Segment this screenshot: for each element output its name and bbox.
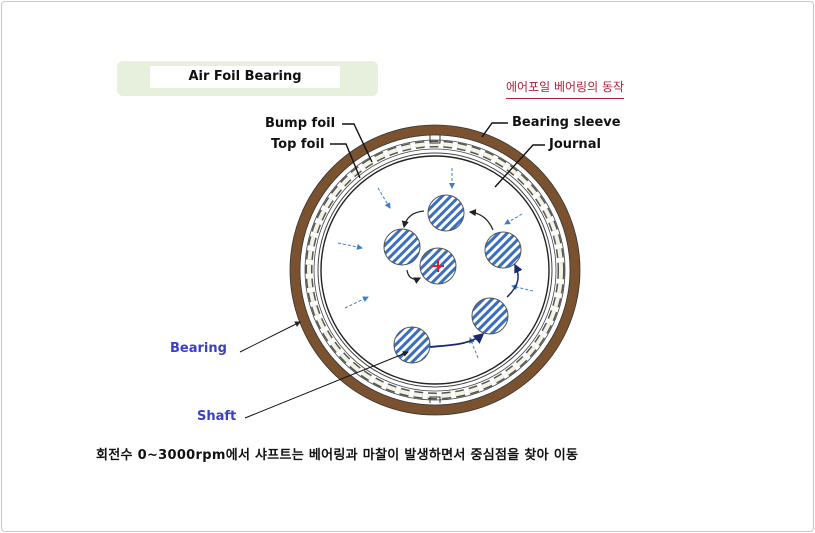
label-bearing-sleeve: Bearing sleeve (512, 115, 621, 130)
label-bump-foil: Bump foil (265, 116, 336, 131)
label-journal: Journal (549, 137, 601, 152)
foil-key-slot (429, 135, 441, 144)
title-box: Air Foil Bearing (117, 61, 378, 96)
diagram-title: Air Foil Bearing (150, 66, 340, 88)
center-mark (432, 260, 444, 272)
bearing-sleeve (289, 124, 581, 416)
caption: 회전수 0~3000rpm에서 샤프트는 베어링과 마찰이 발생하면서 중심점을… (96, 448, 579, 463)
leader-lines (239, 122, 545, 419)
bump-foil (304, 139, 566, 401)
subtitle: 에어포일 베어링의 동작 (506, 78, 625, 99)
label-top-foil: Top foil (271, 137, 325, 152)
motion-arrows (401, 209, 523, 348)
foil-key-slot (429, 396, 441, 403)
label-shaft: Shaft (197, 409, 237, 424)
shaft-positions (383, 194, 522, 364)
label-bearing: Bearing (170, 341, 227, 356)
